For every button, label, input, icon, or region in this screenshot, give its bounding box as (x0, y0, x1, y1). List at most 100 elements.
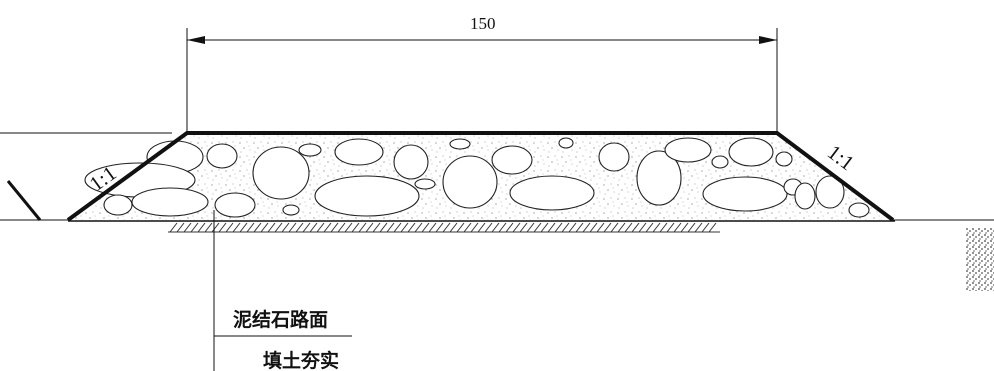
stone (103, 194, 133, 216)
hatch-mark (554, 222, 563, 233)
stone (449, 138, 471, 150)
stone (711, 155, 729, 169)
hatch-mark (491, 222, 500, 233)
embankment (66, 131, 895, 222)
hatch-mark (484, 222, 493, 233)
hatch-mark (407, 222, 416, 233)
hatch-mark (624, 222, 633, 233)
hatch-mark (526, 222, 535, 233)
hatch-mark (659, 222, 668, 233)
stone (598, 142, 630, 172)
hatch-mark (687, 222, 696, 233)
hatch-mark (575, 222, 584, 233)
stone (509, 175, 595, 211)
hatch-mark (498, 222, 507, 233)
hatch-mark (708, 222, 717, 233)
hatch-mark (309, 222, 318, 233)
hatch-mark (239, 222, 248, 233)
hatch-mark (470, 222, 479, 233)
dimension-annotation: 150 (186, 14, 778, 133)
stone (664, 137, 712, 163)
hatch-mark (701, 222, 710, 233)
hatch-mark (435, 222, 444, 233)
hatch-mark (253, 222, 262, 233)
callout-group: 泥结石路面 填土夯实 (213, 210, 352, 371)
hatch-mark (449, 222, 458, 233)
hatch-mark (617, 222, 626, 233)
hatch-mark (666, 222, 675, 233)
hatch-mark (260, 222, 269, 233)
hatch-mark (330, 222, 339, 233)
hatch-mark (232, 222, 241, 233)
stone (775, 151, 793, 167)
hatch-mark (428, 222, 437, 233)
callout-surface-label: 泥结石路面 (233, 308, 328, 331)
stone (334, 138, 384, 166)
hatch-mark (421, 222, 430, 233)
stone (728, 137, 774, 167)
hatch-mark (610, 222, 619, 233)
stone (314, 175, 420, 217)
hatch-mark (211, 222, 220, 233)
hatch-mark (169, 222, 178, 233)
stone (636, 150, 682, 206)
hatch-mark (358, 222, 367, 233)
stone (815, 175, 845, 209)
arrowhead-right (759, 36, 777, 44)
hatch-mark (694, 222, 703, 233)
stone (702, 176, 788, 212)
hatch-mark (512, 222, 521, 233)
hatch-mark (176, 222, 185, 233)
hatch-mark (337, 222, 346, 233)
stones (84, 137, 870, 218)
hatch-mark (505, 222, 514, 233)
hatch-mark (372, 222, 381, 233)
hatch-mark (295, 222, 304, 233)
hatch-mark (561, 222, 570, 233)
stone (393, 144, 429, 180)
hatch-mark (316, 222, 325, 233)
hatch-mark (477, 222, 486, 233)
embankment-outline (66, 131, 895, 222)
hatch-mark (204, 222, 213, 233)
stone (848, 202, 870, 218)
hatch-mark (344, 222, 353, 233)
hatch-mark (302, 222, 311, 233)
hatch-mark (386, 222, 395, 233)
material-legend-swatch (965, 228, 994, 291)
stone (414, 178, 436, 190)
hatch-mark (673, 222, 682, 233)
hatch-mark (442, 222, 451, 233)
stone (206, 143, 238, 169)
arrowhead-left (187, 36, 205, 44)
hatch-mark (533, 222, 542, 233)
hatch-mark (288, 222, 297, 233)
hatch-mark (603, 222, 612, 233)
hatch-mark (218, 222, 227, 233)
hatch-mark (365, 222, 374, 233)
hatch-mark (540, 222, 549, 233)
hatch-mark (414, 222, 423, 233)
hatch-mark (379, 222, 388, 233)
stone (131, 187, 209, 217)
stone (252, 146, 310, 200)
stone (558, 137, 574, 149)
hatch-mark (456, 222, 465, 233)
stone (298, 143, 322, 157)
hatch-mark (274, 222, 283, 233)
dimension-width-label: 150 (470, 14, 496, 33)
hatch-mark (190, 222, 199, 233)
hatch-mark (547, 222, 556, 233)
stone (794, 182, 816, 210)
hatch-mark (197, 222, 206, 233)
hatch-mark (323, 222, 332, 233)
stone (442, 155, 498, 209)
hatch-mark (519, 222, 528, 233)
hatch-mark (645, 222, 654, 233)
hatch-mark (652, 222, 661, 233)
hatch-mark (589, 222, 598, 233)
hatch-mark (267, 222, 276, 233)
stone (214, 192, 256, 218)
left-ditch-line (6, 180, 42, 221)
